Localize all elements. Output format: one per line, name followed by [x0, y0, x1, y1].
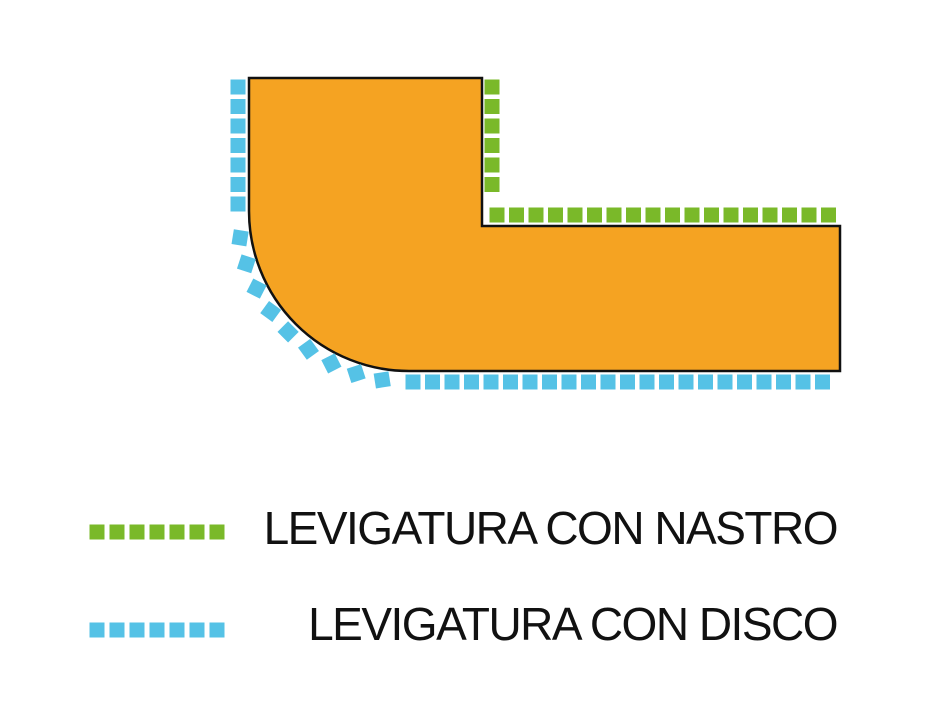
disc-sanding-border — [230, 79, 830, 390]
belt-sanding-border — [484, 79, 836, 223]
belt-square — [723, 207, 739, 223]
disc-square — [717, 374, 733, 390]
belt-square — [801, 207, 817, 223]
workpiece-shape — [247, 76, 842, 373]
disc-square — [230, 138, 246, 153]
disc-square — [230, 99, 246, 114]
disc-square — [230, 79, 246, 95]
disc-legend-square — [189, 622, 205, 638]
belt-square — [484, 118, 500, 134]
disc-legend-square — [209, 622, 225, 638]
belt-legend-square — [209, 524, 225, 540]
disc-square — [230, 177, 246, 192]
disc-square — [346, 364, 366, 384]
disc-square — [522, 374, 538, 390]
disc-square — [425, 374, 440, 390]
belt-legend-square — [109, 524, 125, 540]
disc-square — [444, 374, 460, 390]
disc-square — [246, 278, 267, 299]
belt-legend-swatch — [89, 524, 225, 540]
belt-square — [567, 207, 583, 223]
disc-square — [659, 374, 674, 390]
disc-square — [230, 157, 246, 173]
disc-square — [795, 374, 811, 390]
belt-square — [762, 207, 778, 223]
disc-square — [698, 374, 713, 390]
disc-square — [464, 374, 479, 390]
belt-square — [484, 138, 500, 153]
belt-square — [484, 177, 500, 192]
belt-square — [484, 99, 500, 114]
belt-square — [821, 207, 836, 223]
belt-square — [587, 207, 602, 223]
disc-square — [678, 374, 694, 390]
disc-legend-label: LEVIGATURA CON DISCO — [308, 598, 837, 650]
disc-square — [503, 374, 518, 390]
disc-legend-square — [129, 622, 145, 638]
belt-legend-square — [149, 524, 165, 540]
disc-square — [542, 374, 557, 390]
belt-square — [645, 207, 661, 223]
disc-square — [231, 229, 249, 247]
belt-square — [548, 207, 563, 223]
disc-square — [405, 374, 421, 390]
disc-square — [600, 374, 616, 390]
belt-square — [528, 207, 544, 223]
disc-legend-square — [149, 622, 165, 638]
disc-square — [756, 374, 772, 390]
belt-square — [489, 207, 505, 223]
belt-square — [626, 207, 641, 223]
belt-square — [509, 207, 524, 223]
disc-square — [815, 374, 830, 390]
disc-legend-square — [109, 622, 125, 638]
disc-square — [260, 301, 282, 322]
belt-legend-square — [129, 524, 145, 540]
disc-square — [639, 374, 655, 390]
disc-legend-square — [169, 622, 185, 638]
legend-item-disc: LEVIGATURA CON DISCO — [89, 598, 839, 650]
belt-square — [665, 207, 680, 223]
disc-square — [737, 374, 752, 390]
belt-legend-label: LEVIGATURA CON NASTRO — [264, 502, 837, 554]
belt-legend-square — [169, 524, 185, 540]
disc-square — [483, 374, 499, 390]
disc-square — [620, 374, 635, 390]
belt-legend-square — [189, 524, 205, 540]
disc-legend-square — [89, 622, 105, 638]
disc-square — [561, 374, 577, 390]
belt-legend-square — [89, 524, 105, 540]
disc-legend-swatch — [89, 622, 225, 638]
disc-square — [298, 338, 319, 360]
belt-square — [484, 79, 500, 95]
disc-square — [776, 374, 791, 390]
disc-square — [373, 371, 391, 389]
belt-square — [606, 207, 622, 223]
belt-square — [704, 207, 719, 223]
belt-square — [782, 207, 797, 223]
disc-square — [236, 254, 256, 274]
disc-square — [230, 118, 246, 134]
legend-item-belt: LEVIGATURA CON NASTRO — [89, 502, 839, 554]
belt-square — [484, 157, 500, 173]
disc-square — [230, 196, 246, 212]
disc-square — [321, 353, 342, 374]
belt-square — [743, 207, 758, 223]
belt-square — [684, 207, 700, 223]
disc-square — [581, 374, 596, 390]
